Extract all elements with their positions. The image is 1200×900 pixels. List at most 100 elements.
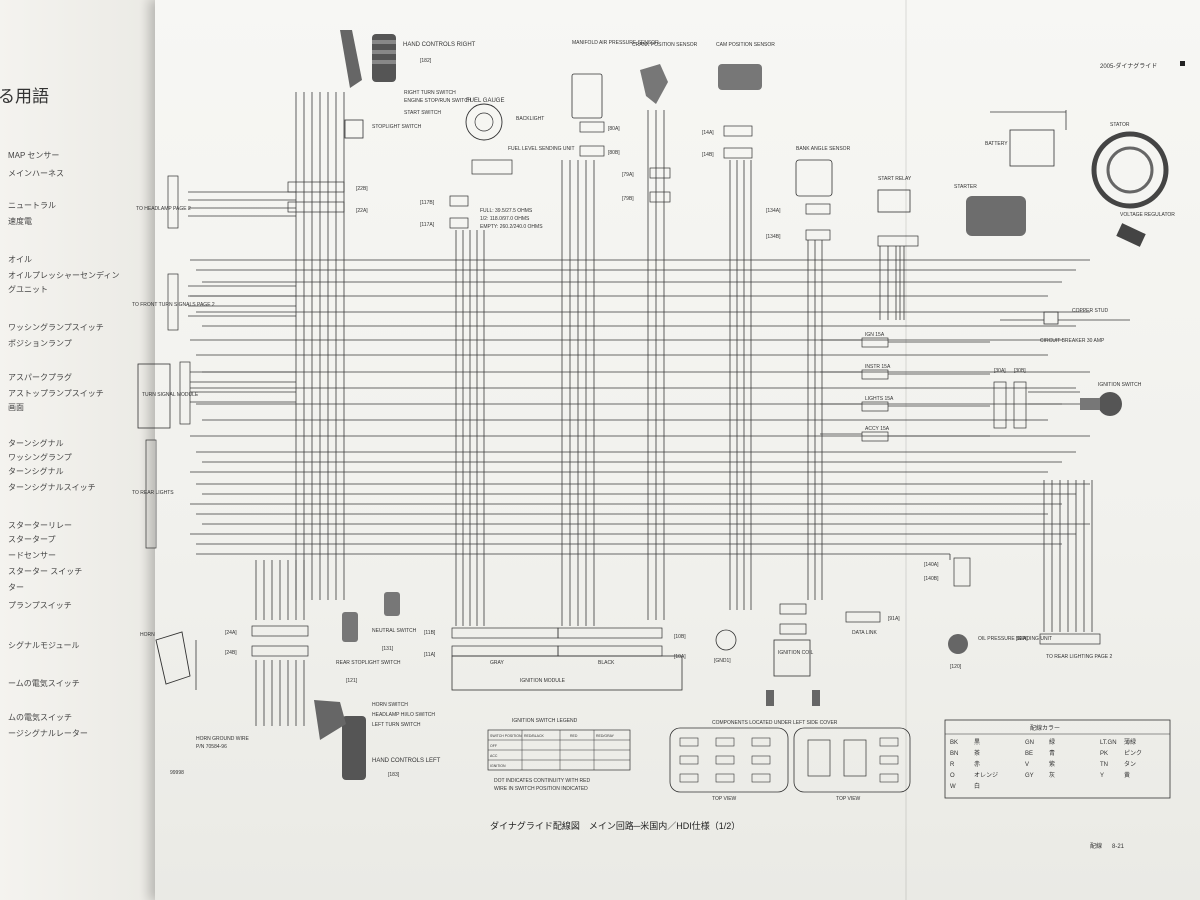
label-c140a: [140A] — [924, 562, 939, 568]
hand-controls-right: HAND CONTROLS RIGHT [182] RIGHT TURN SWI… — [340, 30, 476, 139]
ref-hand-controls-left: [183] — [388, 772, 400, 778]
legend-row-acc: ACC — [490, 754, 498, 758]
glossary-item: MAP センサー — [8, 151, 60, 160]
wire-color-code: W — [950, 784, 956, 790]
wire-color-name: タン — [1124, 760, 1136, 768]
wire-color-code: BE — [1025, 751, 1033, 757]
label-circuit-breaker: CIRCUIT BREAKER 30 AMP — [1040, 338, 1105, 344]
cam-sensor: CAM POSITION SENSOR [14A] [14B] — [702, 42, 775, 159]
ref-hand-controls-right: [182] — [420, 58, 432, 64]
glossary-item: グユニット — [8, 285, 48, 294]
label-c80a: [80A] — [608, 126, 620, 132]
header-model: 2005-ダイナグライド — [1100, 62, 1157, 70]
glossary-item: スターター スイッチ — [8, 567, 83, 576]
wire-color-name: 赤 — [974, 761, 980, 768]
fuel-gauge: FUEL GAUGE BACKLIGHT FUEL LEVEL SENDING … — [420, 98, 575, 230]
label-hand-controls-left: HAND CONTROLS LEFT — [372, 758, 441, 764]
glossary-item: オイル — [8, 255, 32, 264]
cover-part — [879, 755, 899, 765]
label-c24b: [24B] — [225, 650, 237, 656]
label-oil-pressure: OIL PRESSURE SENDING UNIT — [978, 636, 1052, 642]
label-c24a: [24A] — [225, 630, 237, 636]
header-marker — [1180, 61, 1185, 66]
bank-angle-sensor: BANK ANGLE SENSOR [134A] [134B] — [766, 146, 851, 241]
charging-system: BATTERY STARTER STATOR VOLTAGE REGULATOR… — [954, 122, 1175, 344]
ignition-module: GRAY BLACK IGNITION MODULE [11B] [11A] [… — [424, 627, 686, 691]
footer-caption: ダイナグライド配線図 メイン回路─米国内／HDI仕様（1/2） — [490, 820, 740, 831]
label-fuel-gauge: FUEL GAUGE — [466, 98, 504, 104]
cover-part — [679, 773, 699, 783]
glossary-item: 画面 — [8, 403, 24, 412]
glossary-item: オイルプレッシャーセンディン — [8, 271, 120, 280]
glossary-item: メインハーネス — [8, 169, 64, 178]
label-top-view-2: TOP VIEW — [836, 796, 861, 802]
cover-part — [879, 737, 899, 747]
data-link: DATA LINK [91A] — [845, 611, 900, 636]
wire-color-name: 薄緑 — [1124, 738, 1136, 746]
wire-color-code: GN — [1025, 740, 1034, 746]
wire-color-name: 白 — [974, 782, 980, 790]
legend-header-red: RED — [570, 734, 578, 738]
neutral-switch: NEUTRAL SWITCH [131] — [372, 592, 417, 652]
label-ign-legend-title: IGNITION SWITCH LEGEND — [512, 718, 578, 724]
legend-header-red-gray: RED/GRAY — [596, 734, 615, 738]
glossary-item: ムの電気スイッチ — [8, 713, 72, 722]
label-c80b: [80B] — [608, 150, 620, 156]
label-to-rear-lighting: TO REAR LIGHTING PAGE 2 — [1046, 654, 1112, 660]
label-ignition-module: IGNITION MODULE — [520, 678, 566, 684]
wire-color-code: V — [1025, 762, 1029, 768]
wire-color-name: 緑 — [1049, 738, 1055, 746]
label-c30b: [30B] — [1014, 368, 1026, 374]
glossary-item: ポジションランプ — [8, 339, 72, 348]
label-c11b: [11B] — [424, 630, 436, 636]
ground-gnd1: [GND1] — [714, 629, 737, 664]
label-c83a: [83A] — [1016, 636, 1028, 642]
label-stoplight-switch: STOPLIGHT SWITCH — [372, 124, 422, 130]
wire-color-code: O — [950, 773, 955, 779]
label-engine-stop-switch: ENGINE STOP/RUN SWITCH — [404, 98, 472, 104]
legend-header-position: SWITCH POSITION — [490, 734, 522, 738]
oil-pressure-unit: [140A] [140B] OIL PRESSURE SENDING UNIT … — [924, 557, 1052, 670]
label-black: BLACK — [598, 660, 615, 666]
glossary-item: ームの電気スイッチ — [8, 679, 80, 688]
label-ignition-switch: IGNITION SWITCH — [1098, 382, 1142, 388]
label-start-switch: START SWITCH — [404, 110, 441, 116]
ignition-switch: [30A] [30B] IGNITION SWITCH — [993, 368, 1142, 429]
glossary-item: ージシグナルレーター — [8, 729, 88, 738]
right-page — [155, 0, 1200, 900]
label-starter: STARTER — [954, 184, 977, 190]
label-c30a: [30A] — [994, 368, 1006, 374]
glossary-item: スタータープ — [8, 535, 56, 544]
label-to-rear-lights: TO REAR LIGHTS — [132, 490, 174, 496]
label-start-relay: START RELAY — [878, 176, 912, 182]
label-c10a: [10A] — [674, 654, 686, 660]
ref-neutral-switch: [131] — [382, 646, 394, 652]
label-headlamp: TO HEADLAMP PAGE 2 — [136, 206, 191, 212]
label-horn-switch: HORN SWITCH — [372, 702, 408, 708]
cover-part — [879, 773, 899, 783]
cover-part — [679, 755, 699, 765]
label-horn: HORN — [140, 632, 155, 638]
label-c79a: [79A] — [622, 172, 634, 178]
wire-color-code: TN — [1100, 762, 1108, 768]
start-relay: START RELAY — [877, 176, 919, 247]
label-components-under: COMPONENTS LOCATED UNDER LEFT SIDE COVER — [712, 720, 838, 726]
label-c22b: [22B] — [356, 186, 368, 192]
ignition-coil: IGNITION COIL — [766, 603, 820, 706]
cover-part — [715, 737, 735, 747]
wire-color-name: オレンジ — [974, 772, 998, 779]
label-wire-color-title: 配線カラー — [1030, 724, 1060, 732]
wire-harness — [188, 92, 1130, 726]
label-cam-sensor: CAM POSITION SENSOR — [716, 42, 775, 48]
label-fuel-empty: EMPTY: 260.2/240.0 OHMS — [480, 224, 543, 230]
glossary-item: 速度電 — [8, 217, 32, 226]
ref-rear-stoplight: [121] — [346, 678, 358, 684]
glossary-item: ニュートラル — [8, 201, 56, 210]
legend-row-ignition: IGNITION — [490, 764, 506, 768]
wire-color-code: GY — [1025, 773, 1034, 779]
footer-date-code: 99998 — [170, 770, 184, 776]
crank-sensor: CRANK POSITION SENSOR [79A] [79B] — [622, 42, 698, 203]
connector-22: [22B] [22A] — [287, 181, 368, 214]
wire-color-code: Y — [1100, 773, 1104, 779]
